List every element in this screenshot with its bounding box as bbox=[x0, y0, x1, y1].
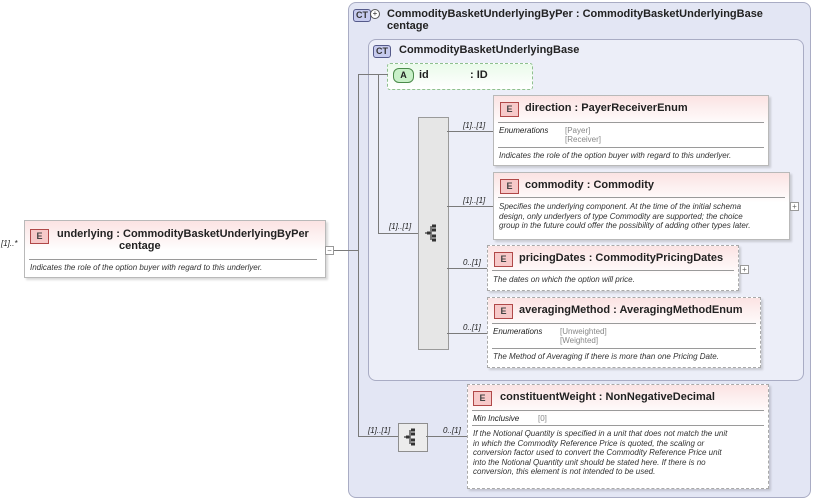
element-doc: Indicates the role of the option buyer w… bbox=[30, 263, 263, 272]
element-doc: Specifies the underlying component. At t… bbox=[499, 202, 751, 230]
element-name: pricingDates : CommodityPricingDates bbox=[519, 252, 724, 264]
expand-icon[interactable]: + bbox=[370, 9, 380, 19]
connector bbox=[334, 250, 359, 251]
connector bbox=[447, 131, 493, 132]
child-cardinality: [1]..[1] bbox=[463, 121, 486, 130]
sequence-cardinality: [1]..[1] bbox=[368, 426, 391, 435]
enumeration-values: [Payer] [Receiver] bbox=[565, 126, 602, 144]
element-doc: Indicates the role of the option buyer w… bbox=[499, 151, 732, 160]
element-badge: E bbox=[500, 102, 519, 117]
connector bbox=[378, 233, 418, 234]
element-badge: E bbox=[30, 229, 49, 244]
connector bbox=[447, 333, 487, 334]
element-constituentWeight[interactable]: E constituentWeight : NonNegativeDecimal… bbox=[467, 384, 769, 489]
element-direction[interactable]: E direction : PayerReceiverEnum Enumerat… bbox=[493, 95, 769, 166]
element-doc: The dates on which the option will price… bbox=[493, 275, 635, 284]
enumerations-label: Enumerations bbox=[493, 327, 543, 336]
ct-badge: CT bbox=[353, 9, 371, 22]
outer-type-title: CommodityBasketUnderlyingByPer : Commodi… bbox=[387, 8, 763, 32]
connector bbox=[447, 268, 487, 269]
element-name: commodity : Commodity bbox=[525, 179, 654, 191]
sequence-compositor[interactable] bbox=[398, 423, 428, 452]
element-doc: The Method of Averaging if there is more… bbox=[493, 352, 719, 361]
child-cardinality: 0..[1] bbox=[463, 323, 481, 332]
sequence-icon bbox=[425, 224, 436, 242]
enumeration-values: [Unweighted] [Weighted] bbox=[560, 327, 607, 345]
attribute-name: id bbox=[419, 69, 429, 81]
element-badge: E bbox=[473, 391, 492, 406]
element-underlying[interactable]: E underlying : CommodityBasketUnderlying… bbox=[24, 220, 326, 278]
element-name: averagingMethod : AveragingMethodEnum bbox=[519, 304, 743, 316]
connector bbox=[426, 436, 468, 437]
sequence-cardinality: [1]..[1] bbox=[389, 222, 412, 231]
sequence-compositor[interactable] bbox=[418, 117, 449, 350]
element-name: underlying : CommodityBasketUnderlyingBy… bbox=[57, 228, 309, 252]
element-name: constituentWeight : NonNegativeDecimal bbox=[500, 391, 715, 403]
element-name: direction : PayerReceiverEnum bbox=[525, 102, 688, 114]
connector bbox=[447, 206, 493, 207]
child-cardinality: 0..[1] bbox=[463, 258, 481, 267]
sequence-icon bbox=[404, 428, 415, 446]
expand-icon[interactable]: + bbox=[790, 202, 799, 211]
attribute-badge: A bbox=[393, 68, 414, 83]
child-cardinality: 0..[1] bbox=[443, 426, 461, 435]
element-badge: E bbox=[494, 304, 513, 319]
element-doc: If the Notional Quantity is specified in… bbox=[473, 429, 728, 476]
element-pricingDates[interactable]: E pricingDates : CommodityPricingDates T… bbox=[487, 245, 739, 291]
expand-icon[interactable]: + bbox=[740, 265, 749, 274]
connector bbox=[358, 74, 359, 436]
attribute-type: : ID bbox=[470, 69, 488, 81]
enumerations-label: Enumerations bbox=[499, 126, 549, 135]
connector bbox=[358, 436, 398, 437]
connector bbox=[358, 74, 388, 75]
collapse-icon[interactable]: − bbox=[325, 246, 334, 255]
element-badge: E bbox=[494, 252, 513, 267]
element-commodity[interactable]: E commodity : Commodity Specifies the un… bbox=[493, 172, 790, 240]
child-cardinality: [1]..[1] bbox=[463, 196, 486, 205]
base-type-title: CommodityBasketUnderlyingBase bbox=[399, 44, 580, 56]
element-averagingMethod[interactable]: E averagingMethod : AveragingMethodEnum … bbox=[487, 297, 761, 368]
ct-badge: CT bbox=[373, 45, 391, 58]
facet-value: [0] bbox=[538, 414, 547, 423]
element-badge: E bbox=[500, 179, 519, 194]
facet-label: Min Inclusive bbox=[473, 414, 520, 423]
connector bbox=[378, 74, 379, 234]
root-cardinality: [1]..* bbox=[1, 239, 18, 248]
